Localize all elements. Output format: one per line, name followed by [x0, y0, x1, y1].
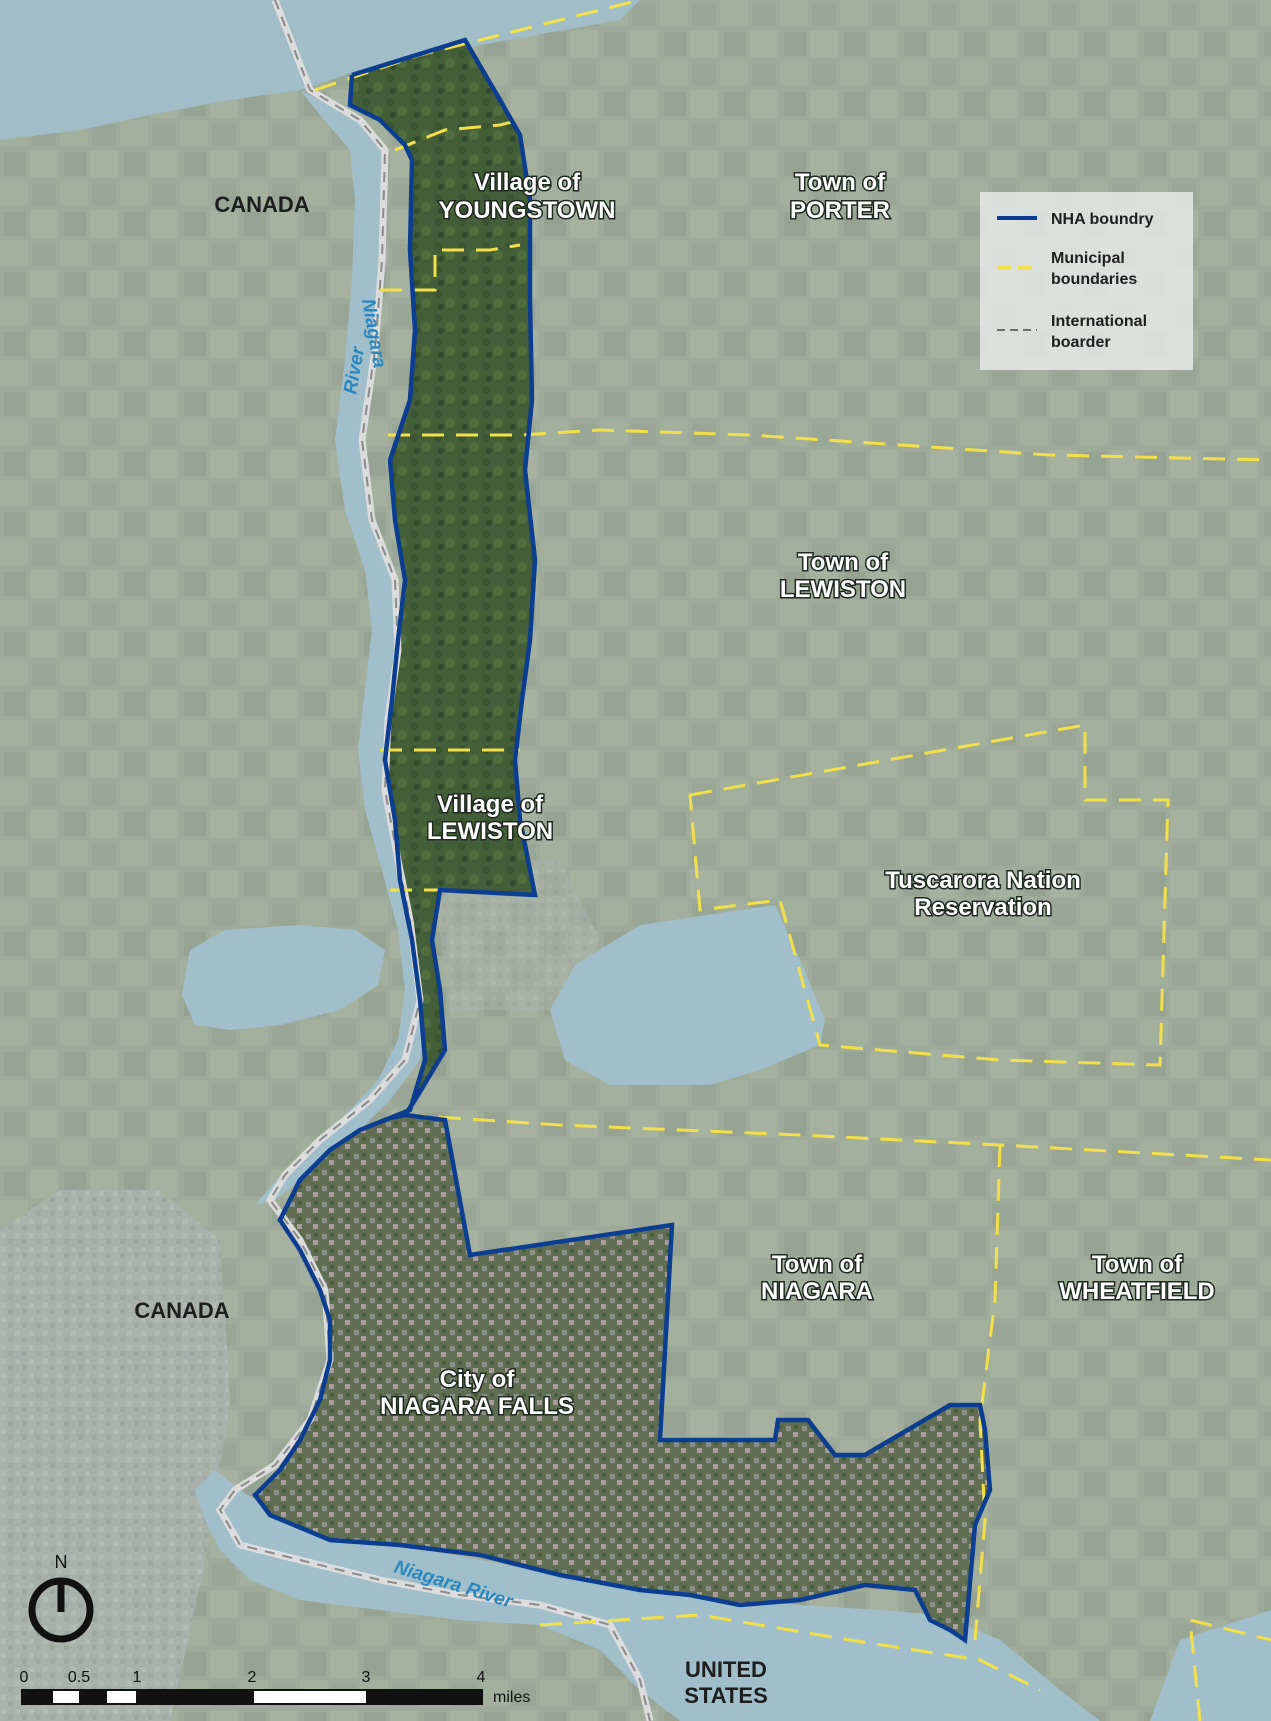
label-united-states-line1: UNITED	[685, 1657, 767, 1682]
scale-bar-seg-1	[22, 1690, 53, 1704]
legend-municipal-label-line2: boundaries	[1051, 271, 1137, 288]
label-youngstown-line2: YOUNGSTOWN	[439, 197, 616, 224]
label-united-states-line2: STATES	[684, 1683, 768, 1708]
municipal-boundary-porter-lewiston	[388, 428, 1271, 462]
scale-tick-2: 2	[248, 1669, 257, 1686]
legend-nha-label: NHA boundry	[1051, 211, 1154, 228]
label-niagara-falls-line2: NIAGARA FALLS	[380, 1393, 574, 1420]
north-arrow-label: N	[55, 1552, 68, 1572]
municipal-boundary-southeast	[1188, 1618, 1271, 1721]
upper-niagara-river	[1150, 1610, 1271, 1721]
nha-area-south	[255, 1115, 990, 1640]
scale-bar-seg-4	[366, 1690, 482, 1704]
municipal-boundaries	[314, 0, 1271, 1721]
legend-international-label-line1: International	[1051, 313, 1147, 330]
label-porter-line1: Town of	[795, 169, 886, 196]
municipal-boundary-youngstown-north	[394, 118, 521, 152]
municipal-boundary-youngstown-south	[380, 243, 521, 292]
label-canada-north: CANADA	[214, 192, 309, 217]
canadian-reservoir	[182, 925, 385, 1030]
label-porter-line2: PORTER	[790, 197, 890, 224]
scale-tick-0: 0	[20, 1669, 29, 1686]
label-town-lewiston-line2: LEWISTON	[780, 576, 906, 603]
label-youngstown-line1: Village of	[474, 169, 581, 196]
label-village-lewiston-line1: Village of	[437, 791, 544, 818]
label-village-lewiston-line2: LEWISTON	[427, 818, 553, 845]
scale-tick-3: 3	[362, 1669, 371, 1686]
lewiston-urban-area	[430, 860, 600, 1010]
lewiston-reservoir	[550, 905, 825, 1085]
north-arrow: N	[28, 1552, 94, 1643]
nha-boundary-north	[351, 37, 538, 1117]
label-niagara-town-line2: NIAGARA	[761, 1278, 873, 1305]
label-town-lewiston-line1: Town of	[798, 549, 889, 576]
scale-tick-4: 4	[477, 1669, 486, 1686]
nha-area-north	[350, 40, 535, 1120]
scale-bar-seg-2	[79, 1690, 107, 1704]
scale-tick-0-5: 0.5	[68, 1669, 90, 1686]
nha-boundary-west	[347, 74, 428, 1121]
label-tuscarora-line2: Reservation	[914, 894, 1051, 921]
municipal-boundary-niagara-north	[404, 1113, 1271, 1162]
nha-boundary-south	[252, 1112, 993, 1644]
international-border-dash	[218, 0, 651, 1721]
label-niagara-town-line1: Town of	[772, 1251, 863, 1278]
label-niagara-falls-line1: City of	[440, 1366, 516, 1393]
label-wheatfield-line1: Town of	[1092, 1251, 1183, 1278]
legend-international-label-line2: boarder	[1051, 334, 1111, 351]
scale-bar-seg-3	[136, 1690, 254, 1704]
label-wheatfield-line2: WHEATFIELD	[1059, 1278, 1215, 1305]
label-canada-south: CANADA	[134, 1298, 229, 1323]
municipal-boundary-wheatfield	[973, 1144, 1002, 1641]
label-tuscarora-line1: Tuscarora Nation	[885, 867, 1081, 894]
niagara-river-lower	[195, 1470, 1100, 1721]
legend-municipal-label-line1: Municipal	[1051, 250, 1125, 267]
lake-ontario	[0, 0, 640, 140]
legend: NHA boundry Municipal boundaries Interna…	[980, 192, 1193, 370]
scale-bar: 0 0.5 1 2 3 4 miles	[20, 1669, 531, 1706]
scale-unit: miles	[493, 1689, 530, 1706]
scale-tick-1: 1	[133, 1669, 142, 1686]
legend-box	[980, 192, 1193, 370]
municipal-boundary-tuscarora	[688, 723, 1170, 1067]
municipal-boundary-south	[539, 1613, 1041, 1692]
